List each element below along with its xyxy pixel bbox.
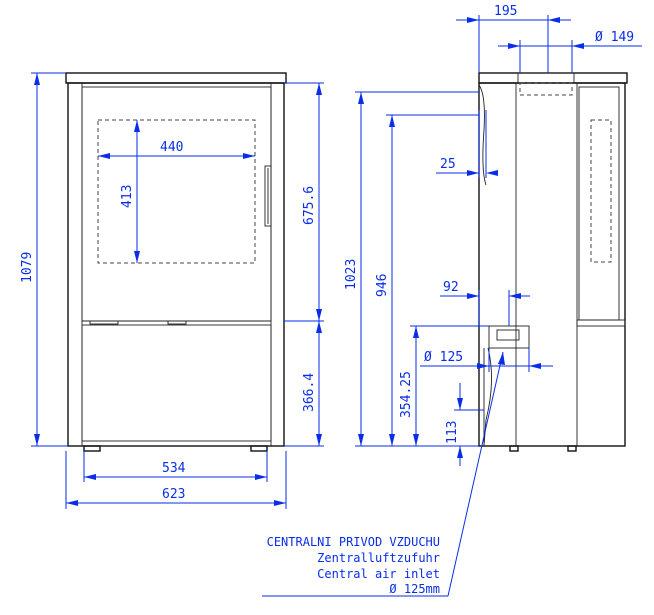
front-top-plate: [65, 72, 287, 84]
dim-113: 113: [445, 421, 460, 444]
door-handle: [264, 165, 272, 227]
lower-panel: [81, 324, 272, 442]
dim-25: 25: [440, 157, 456, 172]
foot-left: [83, 445, 101, 452]
side-door-glass: [590, 119, 612, 263]
note-line-2: Zentralluftzufuhr: [317, 551, 440, 565]
dim-195: 195: [494, 4, 517, 19]
side-body: [478, 82, 626, 447]
note-line-3: Central air inlet: [317, 567, 440, 581]
side-view: [478, 72, 628, 452]
dim-diameter-125: Ø 125: [424, 350, 463, 365]
air-inlet-port: [496, 329, 520, 341]
air-inlet: [488, 325, 530, 349]
front-view: [65, 72, 287, 452]
dim-diameter-149: Ø 149: [595, 30, 634, 45]
side-door-frame: [578, 86, 620, 321]
dim-1023: 1023: [344, 259, 359, 290]
flue-outlet: [519, 82, 573, 96]
dim-534: 534: [162, 461, 186, 476]
flue-collar: [517, 72, 575, 84]
side-dimensions: 195 Ø 149 25 1023 946 92: [344, 4, 642, 466]
foot-right: [250, 445, 268, 452]
note-line-4: Ø 125mm: [389, 582, 440, 596]
dim-440: 440: [160, 140, 183, 155]
dim-366-4: 366.4: [302, 373, 317, 412]
viewing-window: [97, 119, 256, 264]
dim-623: 623: [162, 487, 185, 502]
dim-413: 413: [120, 185, 135, 208]
side-door-edge: [478, 84, 487, 186]
side-foot-left: [509, 445, 519, 452]
air-inlet-callout: CENTRALNI PRIVOD VZDUCHU Zentralluftzufu…: [262, 351, 505, 597]
side-foot-right: [567, 445, 577, 452]
door-hinge-left: [89, 320, 119, 325]
side-top-plate: [478, 72, 628, 84]
front-dimensions: 440 413 675.6 366.4 1079 534: [20, 72, 324, 509]
dim-675-6: 675.6: [302, 186, 317, 225]
door-hinge-right: [167, 320, 187, 325]
dim-1079: 1079: [20, 252, 35, 283]
side-hinge: [576, 319, 626, 327]
air-duct: [483, 347, 493, 447]
note-line-1: CENTRALNI PRIVOD VZDUCHU: [267, 535, 440, 549]
dim-354-25: 354.25: [399, 371, 414, 418]
dim-92: 92: [443, 280, 459, 295]
front-door: [81, 86, 272, 322]
dim-946: 946: [375, 274, 390, 297]
front-body: [67, 82, 285, 447]
